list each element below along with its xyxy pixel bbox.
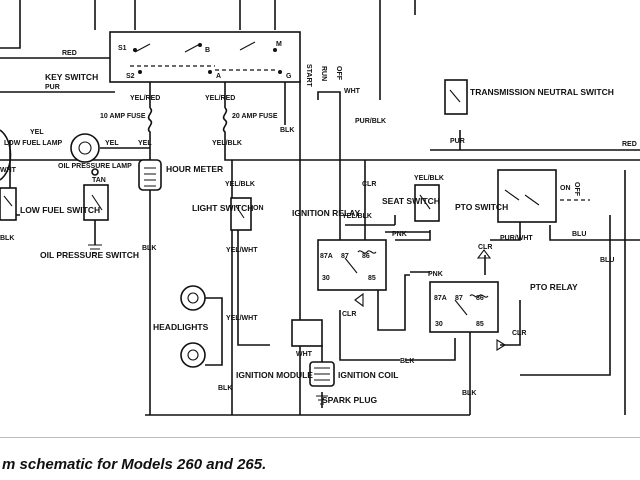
terminal-86-pto: 86 [476, 295, 484, 302]
label-red: RED [62, 50, 77, 57]
figure-caption: m schematic for Models 260 and 265. [2, 456, 267, 473]
label-wht-1: WHT [344, 88, 361, 95]
label-yel-blk-3: YEL/BLK [342, 213, 372, 220]
label-low-fuel-lamp: LOW FUEL LAMP [4, 140, 63, 147]
terminal-b: B [205, 47, 210, 54]
label-clr-3: CLR [478, 244, 492, 251]
label-pur-blk: PUR/BLK [355, 118, 386, 125]
caption-rule [0, 437, 640, 438]
label-yel-wht-2: YEL/WHT [226, 315, 258, 322]
label-yel-2: YEL [105, 140, 119, 147]
label-oil-pressure-switch: OIL PRESSURE SWITCH [40, 250, 139, 260]
label-yel-wht-1: YEL/WHT [226, 247, 258, 254]
lamps-left [0, 129, 100, 181]
label-pnk-2: PNK [428, 271, 443, 278]
label-wht-2: WHT [0, 167, 17, 174]
label-blk-1: BLK [280, 127, 294, 134]
label-spark-plug: SPARK PLUG [322, 395, 377, 405]
headlights [180, 285, 206, 368]
terminal-85-pto: 85 [476, 321, 484, 328]
label-low-fuel-switch: LOW FUEL SWITCH [20, 205, 100, 215]
transmission-neutral-switch [444, 79, 468, 115]
terminal-85-ign: 85 [368, 275, 376, 282]
label-blk-3: BLK [142, 245, 156, 252]
terminal-87-ign: 87 [341, 253, 349, 260]
label-light-switch: LIGHT SWITCH [192, 203, 253, 213]
label-pur-2: PUR [450, 138, 465, 145]
label-blk-2: BLK [0, 235, 14, 242]
pto-relay [429, 249, 507, 351]
oil-pressure-switch [83, 184, 109, 254]
label-clr-1: CLR [362, 181, 376, 188]
label-pur-wht: PUR/WHT [500, 235, 533, 242]
label-oil-pressure-lamp: OIL PRESSURE LAMP [58, 163, 132, 170]
terminal-86-ign: 86 [362, 253, 370, 260]
label-wht-3: WHT [296, 351, 313, 358]
label-yel-red-1: YEL/RED [130, 95, 160, 102]
terminal-a: A [216, 73, 221, 80]
label-start: START [305, 64, 312, 88]
label-10-amp-fuse: 10 AMP FUSE [100, 113, 146, 120]
label-20-amp-fuse: 20 AMP FUSE [232, 113, 278, 120]
wiring-schematic: KEY SWITCH RED PUR S1 S2 B A M G START R… [0, 0, 640, 416]
label-ignition-module: IGNITION MODULE [236, 370, 313, 380]
seat-switch [414, 184, 440, 222]
label-run: RUN [320, 66, 327, 81]
label-blk-5: BLK [400, 358, 414, 365]
label-yel-blk-1: YEL/BLK [212, 140, 242, 147]
ignition-relay [317, 239, 387, 308]
label-ignition-relay: IGNITION RELAY [292, 208, 360, 218]
label-yel-red-2: YEL/RED [205, 95, 235, 102]
label-blk-6: BLK [462, 390, 476, 397]
terminal-s1: S1 [118, 45, 127, 52]
key-switch [109, 31, 301, 83]
label-blk-4: BLK [218, 385, 232, 392]
label-yel-1: YEL [30, 129, 44, 136]
wires [0, 0, 640, 416]
terminal-87a-ign: 87A [320, 253, 333, 260]
label-clr-4: CLR [512, 330, 526, 337]
ignition-coil [309, 361, 335, 405]
label-off: OFF [335, 66, 342, 81]
label-pnk-1: PNK [392, 231, 407, 238]
label-pto-off: OFF [573, 182, 580, 197]
label-yel-blk-2: YEL/BLK [225, 181, 255, 188]
low-fuel-switch [0, 187, 17, 221]
label-red-2: RED [622, 141, 637, 148]
ignition-module [291, 319, 323, 347]
label-seat-switch: SEAT SWITCH [382, 196, 440, 206]
terminal-87-pto: 87 [455, 295, 463, 302]
labels: KEY SWITCH RED PUR S1 S2 B A M G START R… [0, 41, 637, 405]
label-tan: TAN [92, 177, 106, 184]
label-clr-2: CLR [342, 311, 356, 318]
label-pto-on: ON [560, 185, 571, 192]
terminal-s2: S2 [126, 73, 135, 80]
label-transmission-neutral-switch: TRANSMISSION NEUTRAL SWITCH [470, 87, 614, 97]
fuses [147, 107, 228, 138]
label-key-switch: KEY SWITCH [45, 72, 98, 82]
label-blu-2: BLU [600, 257, 614, 264]
label-blu-1: BLU [572, 231, 586, 238]
terminal-30-ign: 30 [322, 275, 330, 282]
label-ignition-coil: IGNITION COIL [338, 370, 398, 380]
label-headlights: HEADLIGHTS [153, 322, 209, 332]
label-pto-switch: PTO SWITCH [455, 202, 508, 212]
label-pto-relay: PTO RELAY [530, 282, 578, 292]
label-pur: PUR [45, 84, 60, 91]
light-switch [230, 197, 252, 231]
pto-switch [497, 169, 590, 223]
hour-meter [138, 159, 162, 191]
terminal-30-pto: 30 [435, 321, 443, 328]
label-on: ON [253, 205, 264, 212]
label-hour-meter: HOUR METER [166, 164, 223, 174]
terminal-m: M [276, 41, 282, 48]
label-yel-blk-4: YEL/BLK [414, 175, 444, 182]
terminal-87a-pto: 87A [434, 295, 447, 302]
terminal-g: G [286, 73, 292, 80]
label-yel-3: YEL [138, 140, 152, 147]
